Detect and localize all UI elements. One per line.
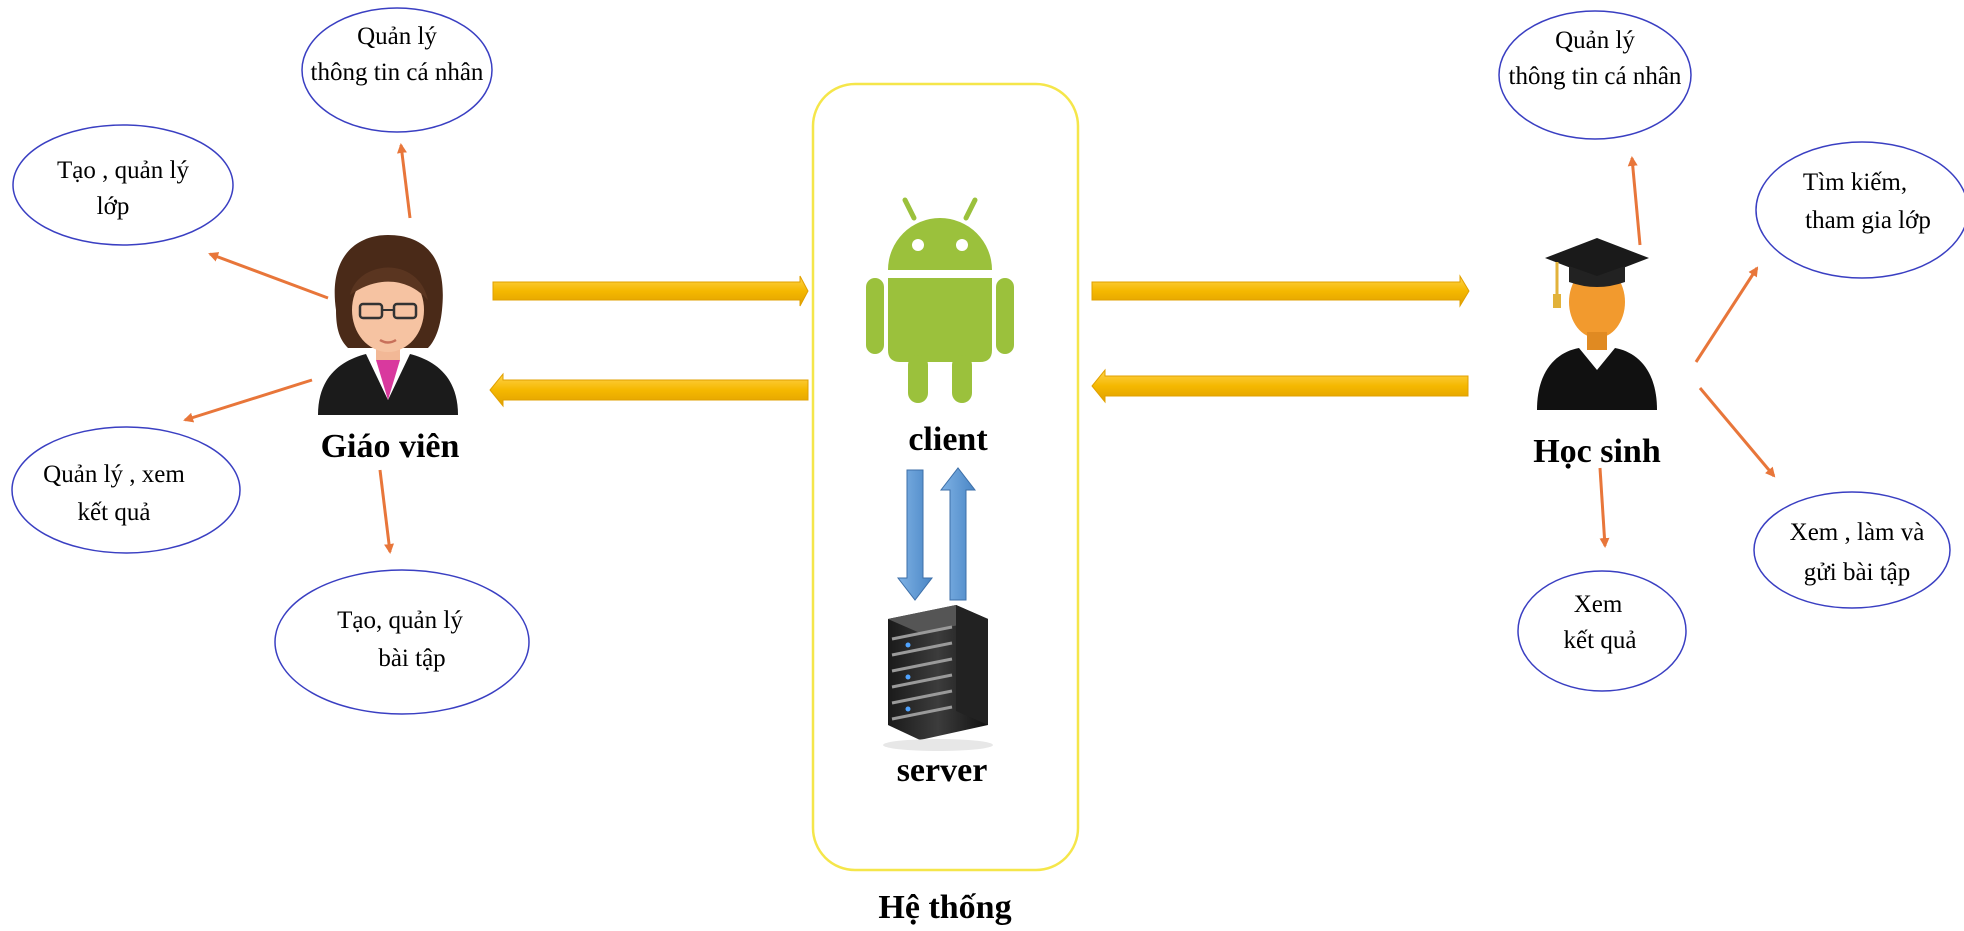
function-text-line2: thông tin cá nhân bbox=[1509, 63, 1682, 90]
arrow-client-to-teacher bbox=[489, 372, 809, 408]
arrow-to-personal bbox=[397, 143, 412, 219]
student-function-personal: Quản lý thông tin cá nhân bbox=[1498, 10, 1692, 140]
arrow-client-to-student bbox=[1091, 274, 1470, 308]
function-text-line2: gửi bài tập bbox=[1804, 559, 1911, 586]
teacher-function-results: Quản lý , xem kết quả bbox=[11, 426, 241, 554]
arrow-to-personal bbox=[1627, 156, 1642, 246]
function-text-line1: Quản lý bbox=[357, 23, 437, 50]
arrow-teacher-to-client bbox=[492, 275, 809, 307]
function-text-line2: lớp bbox=[97, 193, 130, 220]
arrow-student-to-client bbox=[1091, 368, 1469, 404]
function-text-line2: thông tin cá nhân bbox=[311, 59, 484, 86]
function-text-line1: Xem bbox=[1574, 591, 1623, 618]
client-label: client bbox=[908, 421, 988, 458]
function-text-line2: bài tập bbox=[378, 645, 445, 672]
function-text-line1: Tạo, quản lý bbox=[337, 607, 463, 634]
function-text-line1: Tìm kiếm, bbox=[1803, 169, 1907, 196]
teacher-avatar-icon bbox=[318, 235, 458, 415]
function-ellipse bbox=[12, 124, 234, 246]
teacher-function-class: Tạo , quản lý lớp bbox=[12, 124, 234, 246]
system-box bbox=[811, 82, 1080, 872]
function-ellipse bbox=[1753, 491, 1951, 609]
student-label: Học sinh bbox=[1533, 433, 1661, 470]
arrow-to-results bbox=[1598, 467, 1610, 548]
arrow-to-exercises bbox=[378, 469, 394, 554]
function-text-line2: tham gia lớp bbox=[1805, 207, 1931, 234]
teacher-label: Giáo viên bbox=[321, 428, 460, 465]
function-ellipse bbox=[274, 569, 530, 715]
function-ellipse bbox=[11, 426, 241, 554]
function-ellipse bbox=[301, 7, 493, 133]
student-function-exercises: Xem , làm và gửi bài tập bbox=[1753, 491, 1951, 609]
android-robot-icon bbox=[866, 197, 1014, 403]
function-text-line1: Xem , làm và bbox=[1790, 519, 1925, 546]
server-label: server bbox=[897, 752, 988, 789]
function-text-line2: kết quả bbox=[1564, 627, 1637, 654]
function-text-line1: Quản lý bbox=[1555, 27, 1635, 54]
function-text-line2: kết quả bbox=[78, 499, 151, 526]
arrow-to-exercises bbox=[1698, 387, 1776, 478]
arrow-client-to-server bbox=[896, 469, 934, 601]
student-function-results: Xem kết quả bbox=[1517, 570, 1687, 692]
teacher-function-exercises: Tạo, quản lý bài tập bbox=[274, 569, 530, 715]
teacher-function-personal: Quản lý thông tin cá nhân bbox=[301, 7, 493, 133]
arrow-server-to-client bbox=[939, 467, 977, 601]
arrow-to-class bbox=[208, 252, 329, 300]
system-label: Hệ thống bbox=[878, 889, 1011, 926]
arrow-to-results bbox=[183, 378, 313, 423]
function-ellipse bbox=[1517, 570, 1687, 692]
function-ellipse bbox=[1755, 141, 1964, 279]
function-text-line1: Quản lý , xem bbox=[43, 461, 185, 488]
function-text-line1: Tạo , quản lý bbox=[57, 157, 189, 184]
graduate-student-icon bbox=[1537, 238, 1657, 410]
function-ellipse bbox=[1498, 10, 1692, 140]
server-rack-icon bbox=[883, 605, 993, 751]
student-function-search: Tìm kiếm, tham gia lớp bbox=[1755, 141, 1964, 279]
arrow-to-search bbox=[1694, 266, 1759, 363]
